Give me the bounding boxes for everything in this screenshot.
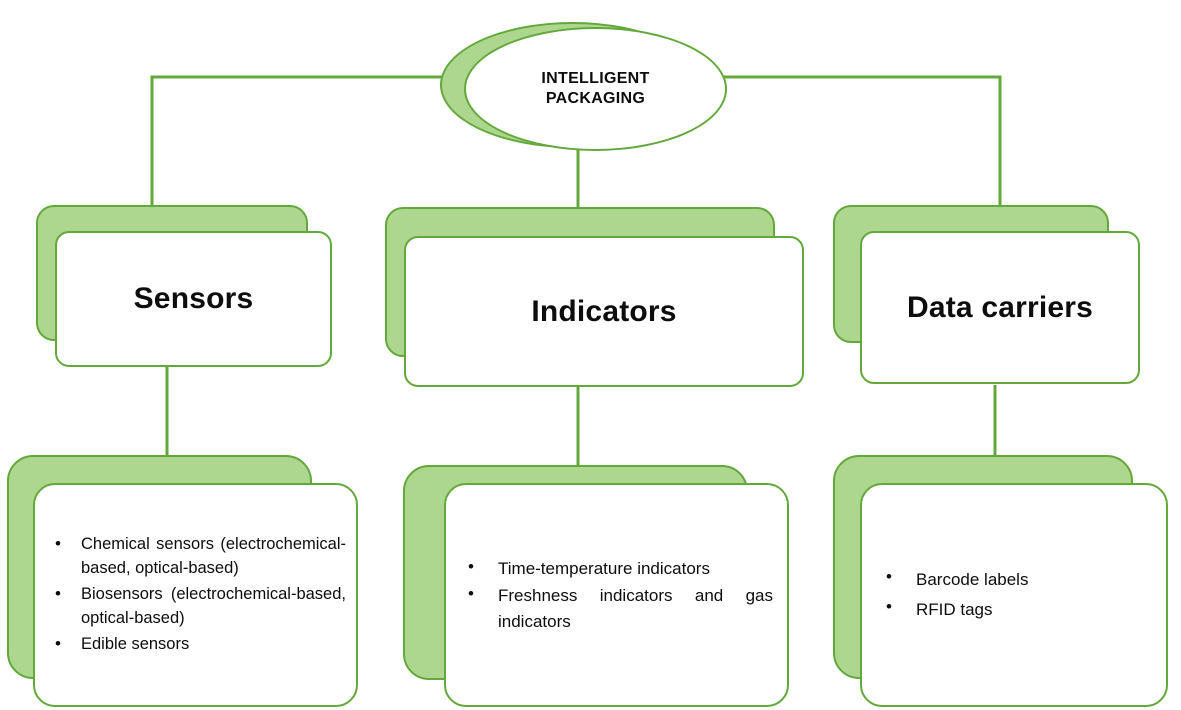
list-item: Time-temperature indicators bbox=[462, 555, 773, 582]
node-data-carriers-header[interactable]: Data carriers bbox=[833, 205, 1140, 385]
data-carriers-bullet-list: Barcode labels RFID tags bbox=[862, 562, 1166, 627]
node-indicators-header[interactable]: Indicators bbox=[385, 207, 804, 387]
data-carriers-header-label: Data carriers bbox=[906, 290, 1094, 324]
list-item: Chemical sensors (electrochemical-based,… bbox=[49, 532, 346, 581]
node-sensors-list[interactable]: Chemical sensors (electrochemical-based,… bbox=[7, 455, 358, 707]
indicators-bullet-list: Time-temperature indicators Freshness in… bbox=[446, 552, 787, 639]
data-carriers-list-card[interactable]: Barcode labels RFID tags bbox=[860, 483, 1168, 707]
list-item: Freshness indicators and gas indicators bbox=[462, 582, 773, 634]
sensors-list-card[interactable]: Chemical sensors (electrochemical-based,… bbox=[33, 483, 358, 707]
data-carriers-header-card[interactable]: Data carriers bbox=[860, 231, 1140, 384]
sensors-header-label: Sensors bbox=[133, 282, 254, 315]
indicators-list-card[interactable]: Time-temperature indicators Freshness in… bbox=[444, 483, 789, 707]
root-node-intelligent-packaging[interactable]: INTELLIGENT PACKAGING bbox=[440, 22, 727, 156]
sensors-header-card[interactable]: Sensors bbox=[55, 231, 332, 367]
indicators-header-label: Indicators bbox=[531, 294, 677, 328]
node-indicators-list[interactable]: Time-temperature indicators Freshness in… bbox=[403, 465, 789, 707]
list-item: Biosensors (electrochemical-based, optic… bbox=[49, 582, 346, 631]
list-item: Edible sensors bbox=[49, 632, 346, 657]
root-ellipse[interactable]: INTELLIGENT PACKAGING bbox=[464, 27, 727, 151]
root-label: INTELLIGENT PACKAGING bbox=[541, 69, 650, 107]
connector-root-to-data-carriers bbox=[712, 75, 1002, 207]
sensors-bullet-list: Chemical sensors (electrochemical-based,… bbox=[35, 529, 356, 661]
indicators-header-card[interactable]: Indicators bbox=[404, 236, 804, 387]
connector-root-to-sensors bbox=[150, 75, 455, 207]
node-data-carriers-list[interactable]: Barcode labels RFID tags bbox=[833, 455, 1168, 707]
list-item: RFID tags bbox=[880, 595, 1152, 624]
list-item: Barcode labels bbox=[880, 565, 1152, 594]
node-sensors-header[interactable]: Sensors bbox=[36, 205, 332, 367]
